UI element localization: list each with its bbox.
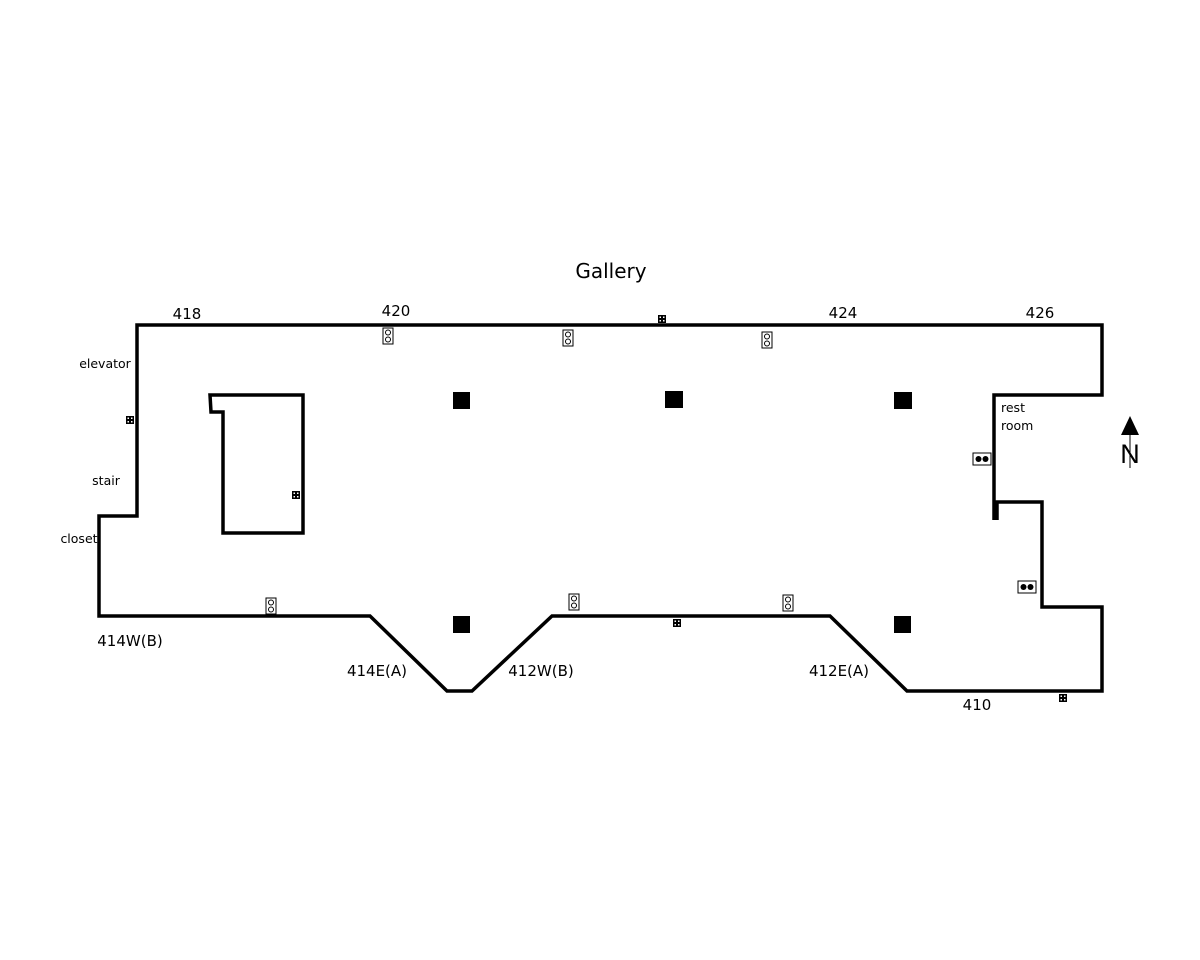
outlet-icon (1017, 580, 1037, 594)
outer-wall (97, 323, 1104, 693)
room-424: 424 (829, 304, 858, 322)
room-426: 426 (1026, 304, 1055, 322)
data-port-icon (1059, 694, 1067, 702)
area-labels: elevator stair closet rest room (60, 356, 1033, 546)
data-port-icon (292, 491, 300, 499)
outlets (126, 315, 1067, 702)
walls (97, 323, 1104, 693)
outlet-icon (265, 597, 277, 615)
restroom-label-1: rest (1001, 400, 1025, 415)
room-414w: 414W(B) (97, 632, 162, 650)
column (665, 391, 683, 408)
outlet-icon (562, 329, 574, 347)
elevator-label: elevator (79, 356, 131, 371)
data-port-icon (658, 315, 666, 323)
room-420: 420 (382, 302, 411, 320)
room-labels: 418 420 424 426 414W(B) 414E(A) 412W(B) … (97, 302, 1054, 714)
north-arrow-icon (1121, 416, 1139, 435)
closet-label: closet (60, 531, 97, 546)
room-412e: 412E(A) (809, 662, 869, 680)
outlet-icon (972, 452, 992, 466)
outlet-icon (568, 593, 580, 611)
data-port-icon (126, 416, 134, 424)
room-414e: 414E(A) (347, 662, 407, 680)
room-412w: 412W(B) (508, 662, 573, 680)
outlet-icon (761, 331, 773, 349)
column (453, 392, 470, 409)
room-418: 418 (173, 305, 202, 323)
column (894, 616, 911, 633)
outlet-icon (382, 327, 394, 345)
outlet-icon (782, 594, 794, 612)
stair-label: stair (92, 473, 121, 488)
gallery-title: Gallery (575, 259, 646, 283)
north-arrow: N (1120, 416, 1140, 469)
column (894, 392, 912, 409)
room-410: 410 (963, 696, 992, 714)
core-wall (208, 393, 305, 535)
column (453, 616, 470, 633)
data-port-icon (673, 619, 681, 627)
columns (453, 391, 912, 633)
north-label: N (1120, 439, 1140, 469)
restroom-label-2: room (1001, 418, 1033, 433)
